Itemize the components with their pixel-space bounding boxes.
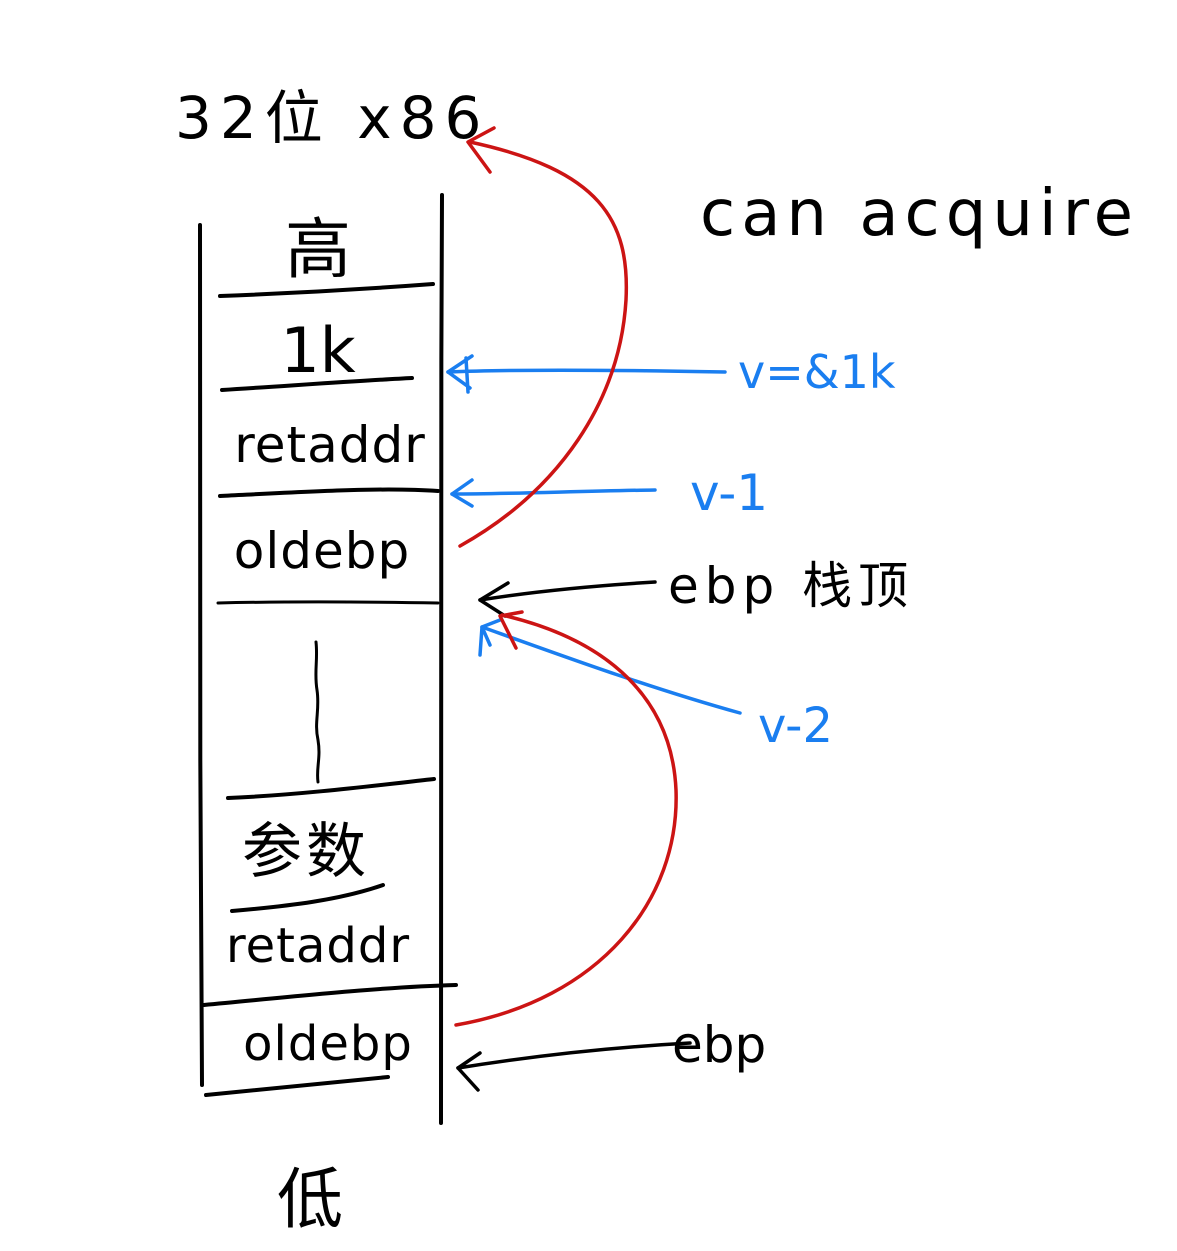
red-arrowhead-lower bbox=[498, 610, 524, 650]
pointer-label-ebp: ebp bbox=[672, 1016, 766, 1074]
arrow-v-addr-1k bbox=[446, 368, 727, 374]
arrowhead-ebp-stack-top bbox=[478, 581, 510, 618]
arrowhead-ebp bbox=[456, 1051, 482, 1092]
divider-4 bbox=[216, 600, 440, 605]
cell-label-retaddr-upper: retaddr bbox=[234, 416, 426, 474]
cell-label-oldebp-lower: oldebp bbox=[243, 1016, 413, 1072]
divider-8 bbox=[204, 1075, 390, 1097]
red-arrowhead-upper bbox=[466, 126, 496, 174]
cell-label-1k: 1k bbox=[280, 314, 355, 387]
arrow-v-minus-1 bbox=[450, 488, 657, 496]
pointer-label-v-minus-1: v-1 bbox=[690, 464, 768, 522]
arrow-ebp bbox=[456, 1041, 692, 1070]
divider-6 bbox=[230, 883, 385, 913]
cell-label-retaddr-lower: retaddr bbox=[226, 918, 410, 974]
cell-label-params: 参数 bbox=[242, 817, 370, 887]
pointer-label-v-addr-1k: v=&1k bbox=[738, 345, 896, 399]
red-link-upper bbox=[458, 140, 629, 548]
divider-2 bbox=[220, 376, 414, 392]
pointer-label-v-minus-2: v-2 bbox=[758, 698, 833, 754]
red-link-lower bbox=[454, 613, 678, 1027]
arrowhead-v-minus-2 bbox=[478, 618, 502, 657]
arrowhead-v-addr-1k bbox=[446, 354, 474, 394]
divider-3 bbox=[218, 487, 440, 498]
arrow-v-minus-2 bbox=[480, 625, 742, 715]
arrow-ebp-stack-top bbox=[478, 580, 657, 602]
stack-left-wall bbox=[198, 223, 204, 1087]
cell-label-high: 高 bbox=[285, 211, 351, 288]
cell-label-oldebp-upper: oldebp bbox=[234, 522, 410, 580]
divider-1 bbox=[218, 282, 435, 298]
arrowhead-v-minus-1 bbox=[450, 478, 474, 508]
pointer-label-ebp-stack-top: ebp 栈顶 bbox=[668, 557, 914, 615]
ellipsis-squiggle bbox=[314, 640, 321, 784]
divider-7 bbox=[202, 983, 458, 1007]
title-text: 32位 x86 bbox=[175, 84, 489, 152]
annotation-can-acquire: can acquire bbox=[700, 177, 1139, 251]
bottom-label-low: 低 bbox=[277, 1161, 343, 1238]
divider-5 bbox=[226, 777, 436, 800]
